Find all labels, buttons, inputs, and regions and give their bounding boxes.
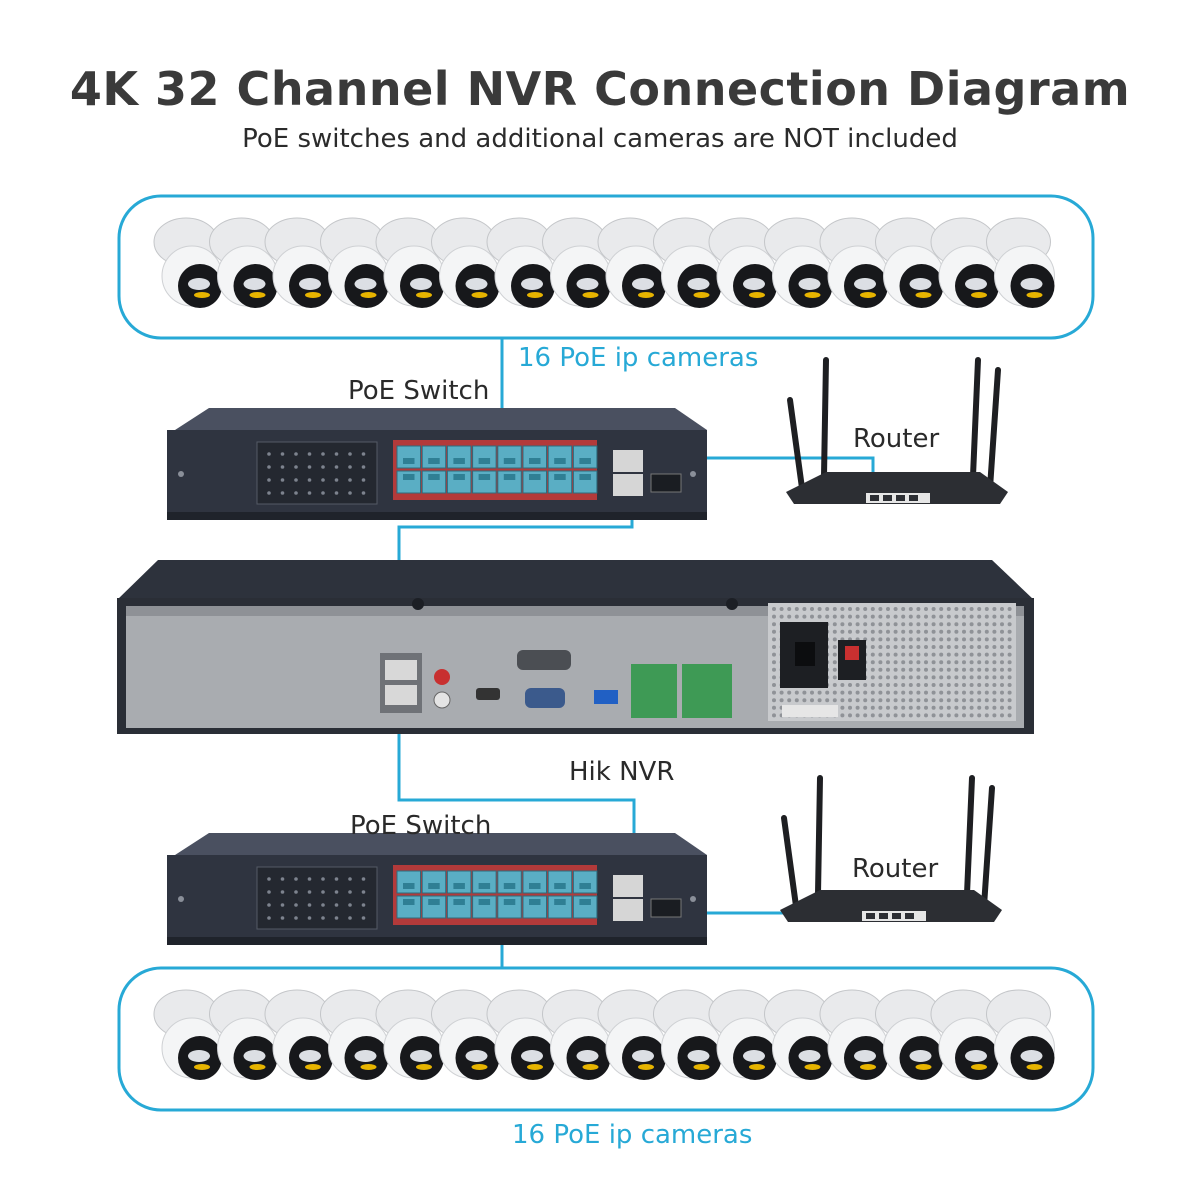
poe-switch-top [167, 408, 707, 520]
dome-camera-icon [209, 989, 278, 1080]
router-top [786, 357, 1008, 504]
dome-camera-icon [875, 989, 944, 1080]
cameras-top-label: 16 PoE ip cameras [518, 343, 759, 373]
dome-camera-icon [153, 217, 223, 308]
dome-camera-icon [264, 217, 334, 308]
dome-camera-icon [486, 217, 556, 308]
dome-camera-icon [320, 217, 389, 308]
dome-camera-icon [986, 217, 1055, 308]
dome-camera-icon [153, 989, 223, 1080]
camera-group-top-frame [117, 194, 1095, 340]
dome-camera-icon [542, 989, 611, 1080]
dome-camera-icon [764, 217, 833, 308]
link-switch-top-to-router [706, 456, 875, 475]
dome-camera-icon [542, 217, 611, 308]
dome-camera-icon [653, 217, 722, 308]
dome-camera-icon [875, 217, 944, 308]
poe-switch-bottom [167, 833, 707, 945]
camera-row-bottom [153, 989, 1055, 1080]
dome-camera-icon [375, 989, 445, 1080]
dome-camera-icon [708, 217, 778, 308]
dome-camera-icon [653, 989, 722, 1080]
nvr-device [117, 560, 1034, 734]
dome-camera-icon [930, 989, 1000, 1080]
dome-camera-icon [320, 989, 389, 1080]
dome-camera-icon [597, 989, 667, 1080]
dome-camera-icon [708, 989, 778, 1080]
page-title: 4K 32 Channel NVR Connection Diagram [69, 62, 1131, 116]
switch-bottom-label: PoE Switch [350, 811, 492, 841]
dome-camera-icon [209, 217, 278, 308]
dome-camera-icon [764, 989, 833, 1080]
dome-camera-icon [486, 989, 556, 1080]
router-bottom-label: Router [852, 854, 939, 884]
switch-top-label: PoE Switch [348, 376, 490, 406]
dome-camera-icon [986, 989, 1055, 1080]
camera-row-top [153, 217, 1055, 308]
page-subtitle: PoE switches and additional cameras are … [242, 124, 958, 154]
dome-camera-icon [819, 217, 889, 308]
cameras-bottom-label: 16 PoE ip cameras [512, 1120, 753, 1150]
dome-camera-icon [431, 989, 500, 1080]
router-bottom [780, 775, 1002, 922]
router-top-label: Router [853, 424, 940, 454]
nvr-label: Hik NVR [569, 757, 675, 787]
dome-camera-icon [375, 217, 445, 308]
dome-camera-icon [597, 217, 667, 308]
dome-camera-icon [431, 217, 500, 308]
camera-group-bottom-frame [117, 966, 1095, 1112]
dome-camera-icon [264, 989, 334, 1080]
